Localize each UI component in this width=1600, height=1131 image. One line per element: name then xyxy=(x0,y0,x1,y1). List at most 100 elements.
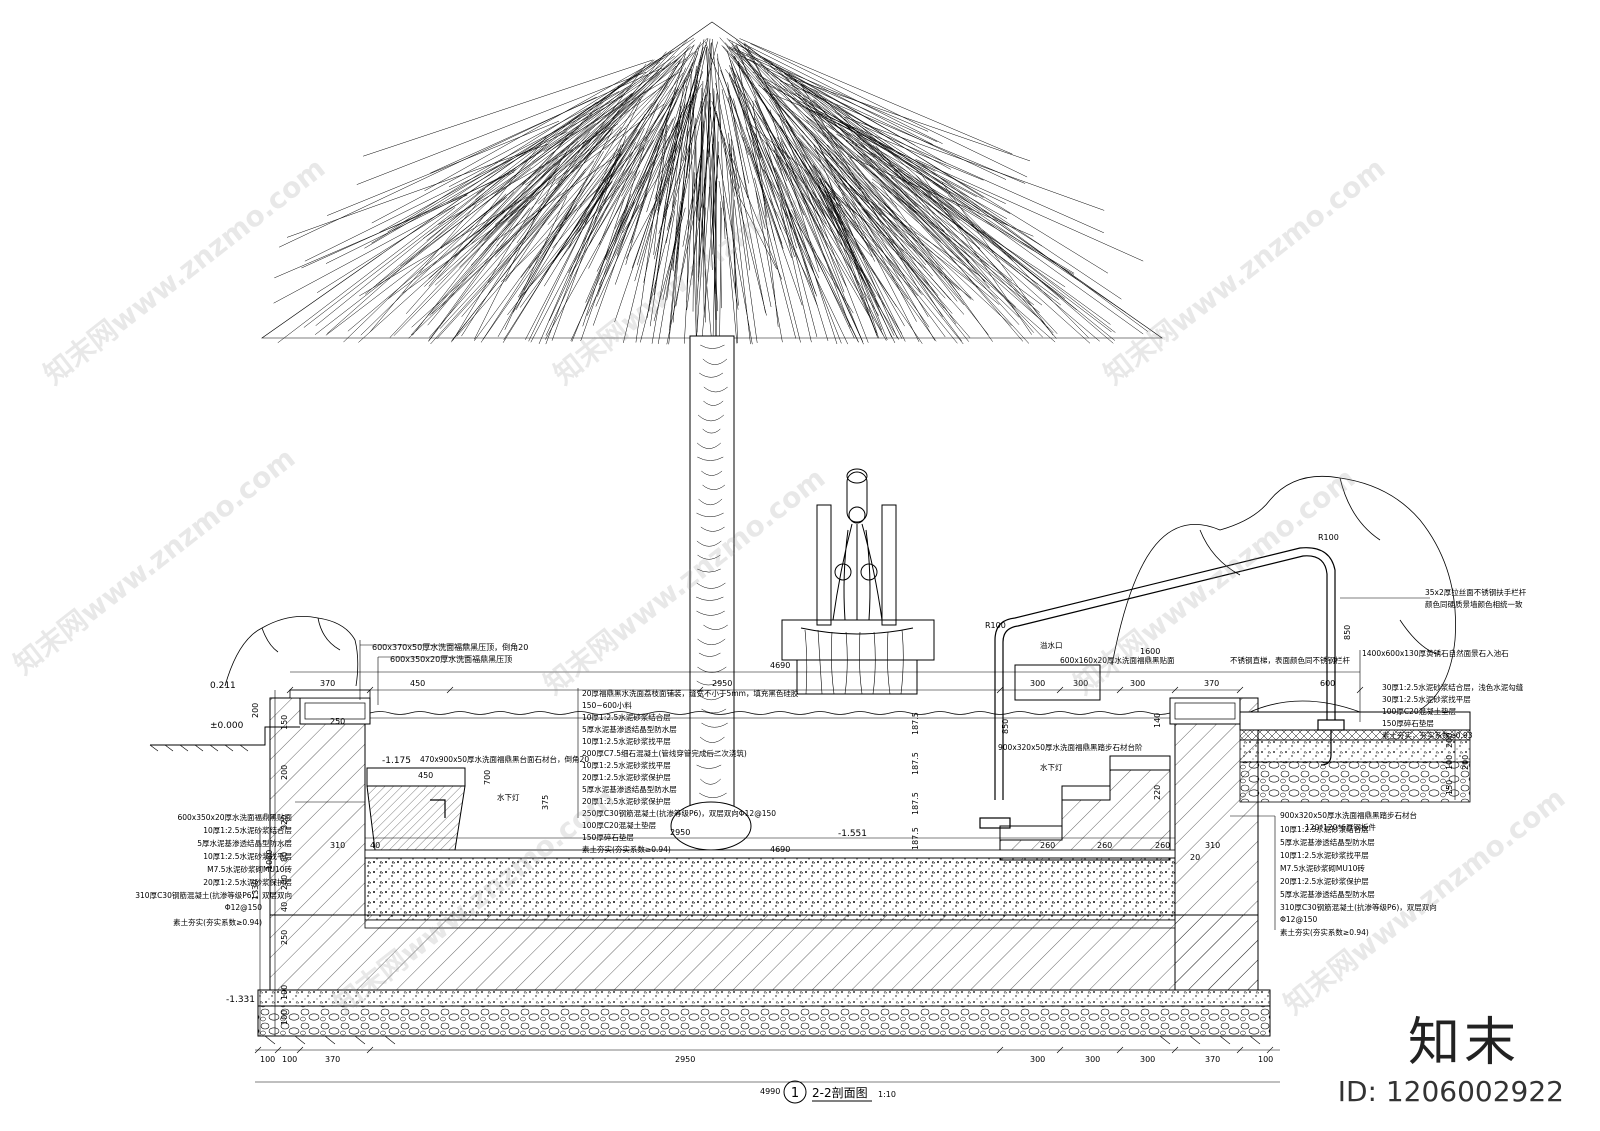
thatch-strand xyxy=(764,87,951,301)
note-center-10: 250厚C30钢筋混凝土(抗渗等级P6)，双层双向Φ12@150 xyxy=(582,808,776,818)
dim-inner-right-1: 220 xyxy=(1153,785,1162,800)
thatch-strand xyxy=(780,199,818,337)
thatch-strand xyxy=(736,71,818,297)
thatch-strand xyxy=(599,103,659,245)
thatch-strand xyxy=(779,86,1020,318)
thatch-strand xyxy=(842,122,1077,310)
thatch-strand xyxy=(774,167,859,343)
pole-grain xyxy=(698,652,721,657)
thatch-strand xyxy=(818,113,1006,204)
thatch-strand xyxy=(921,190,1100,342)
thatch-strand xyxy=(947,195,1089,338)
thatch-strand xyxy=(916,170,1144,335)
thatch-strand xyxy=(500,174,613,283)
thatch-strand xyxy=(766,142,797,249)
thatch-strand xyxy=(850,199,917,322)
note-right-0: 35x2厚拉丝面不锈钢扶手栏杆 xyxy=(1425,587,1527,597)
thatch-strand xyxy=(672,100,691,323)
thatch-strand xyxy=(777,112,946,280)
thatch-strand xyxy=(447,37,695,203)
thatch-strand xyxy=(729,65,767,170)
thatch-strand xyxy=(439,171,586,329)
note-center-4: 10厚1:2.5水泥砂浆找平层 xyxy=(582,736,671,746)
thatch-strand xyxy=(818,169,882,331)
thatch-strand xyxy=(436,203,560,340)
note-inner-6: 不锈钢直梯，表面颜色同不锈钢栏杆 xyxy=(1230,655,1350,665)
thatch-strand xyxy=(682,46,707,162)
note-inner-2: 水下灯 xyxy=(1040,762,1063,772)
thatch-strand xyxy=(712,141,720,255)
thatch-strand xyxy=(429,116,622,338)
thatch-strand xyxy=(657,85,697,211)
note-center-13: 素土夯实(夯实系数≥0.94) xyxy=(582,844,671,854)
thatch-strand xyxy=(393,204,523,336)
image-id: ID: 1206002922 xyxy=(1337,1075,1564,1108)
dimension-tick xyxy=(1171,1046,1179,1054)
overflow-box xyxy=(1014,664,1101,701)
thatch-strand xyxy=(813,164,892,338)
thatch-strand xyxy=(837,173,960,291)
thatch-strand xyxy=(543,70,683,152)
thatch-strand xyxy=(325,197,506,336)
note-center-9: 20厚1:2.5水泥砂浆保护层 xyxy=(582,796,671,806)
note-left-5: 20厚1:2.5水泥砂浆保护层 xyxy=(203,877,292,887)
level-l2: ±0.000 xyxy=(210,721,244,731)
thatch-strand xyxy=(363,59,653,157)
thatch-strand xyxy=(273,203,460,304)
thatch-strand xyxy=(857,135,1091,344)
thatch-strand xyxy=(400,61,661,267)
dim-bottom-8: 100 xyxy=(1258,1055,1273,1064)
thatch-strand xyxy=(801,85,921,293)
pole-grain xyxy=(696,680,721,686)
thatch-strand xyxy=(478,96,607,233)
thatch-strand xyxy=(428,207,531,342)
title-number: 1 xyxy=(791,1086,799,1101)
boulder-right xyxy=(1111,475,1456,711)
thatch-strand xyxy=(751,124,857,214)
note-left-0: 600x350x20厚水洗面福鼎黑贴面 xyxy=(177,812,292,822)
dim-inner-6: 187.5 xyxy=(911,712,920,735)
thatch-strand xyxy=(718,180,739,310)
dim-top-mid: 2950 xyxy=(712,679,732,688)
note-left-top-1: 600x350x20厚水洗面福鼎黑压顶 xyxy=(390,654,512,664)
thatch-strand xyxy=(731,67,779,179)
thatch-strand xyxy=(614,193,648,285)
thatch-strand xyxy=(716,58,783,244)
thatch-strand xyxy=(728,150,783,280)
note-rb-5: 20厚1:2.5水泥砂浆保护层 xyxy=(1280,876,1369,886)
thatch-strand xyxy=(790,77,1031,162)
thatch-strand xyxy=(451,168,586,343)
note-left-4: M7.5水泥砂浆砌MU10砖 xyxy=(207,864,292,874)
note-left-top-0: 600x370x50厚水洗面福鼎黑压顶，倒角20 xyxy=(372,642,528,652)
thatch-strand xyxy=(523,97,641,291)
thatch-strand xyxy=(686,106,716,311)
thatch-strand xyxy=(752,101,779,327)
pole-grain xyxy=(697,456,724,461)
thatch-strand xyxy=(733,186,777,270)
thatch-strand xyxy=(739,38,1013,155)
dim-inner-2: 700 xyxy=(483,770,492,785)
note-left-1: 10厚1:2.5水泥砂浆结合层 xyxy=(203,825,292,835)
thatch-strand xyxy=(359,196,528,297)
thatch-strand xyxy=(657,126,695,344)
note-center-8: 5厚水泥基渗透结晶型防水层 xyxy=(582,784,677,794)
thatch-strand xyxy=(636,83,703,189)
thatch-strand xyxy=(846,125,1054,333)
thatch-strand xyxy=(440,45,695,249)
dimension-tick xyxy=(1056,1046,1064,1054)
thatch-strand xyxy=(732,147,751,271)
note-inner-1: 水下灯 xyxy=(497,792,520,802)
dim-pipe-2: 1600 xyxy=(1140,647,1160,656)
thatch-strand xyxy=(580,205,629,342)
thatch-strand xyxy=(842,183,978,288)
dimension-tick xyxy=(296,1046,304,1054)
dim-right-3: 200 xyxy=(1461,755,1470,770)
thatch-strand xyxy=(815,176,878,338)
thatch-strand xyxy=(713,90,717,320)
thatch-strand xyxy=(727,96,772,308)
dim-bottom-6: 300 xyxy=(1140,1055,1155,1064)
note-rb-7: 310厚C30钢筋混凝土(抗渗等级P6)，双层双向 xyxy=(1280,902,1437,912)
thatch-strand xyxy=(666,188,701,345)
dimension-tick xyxy=(366,686,374,694)
